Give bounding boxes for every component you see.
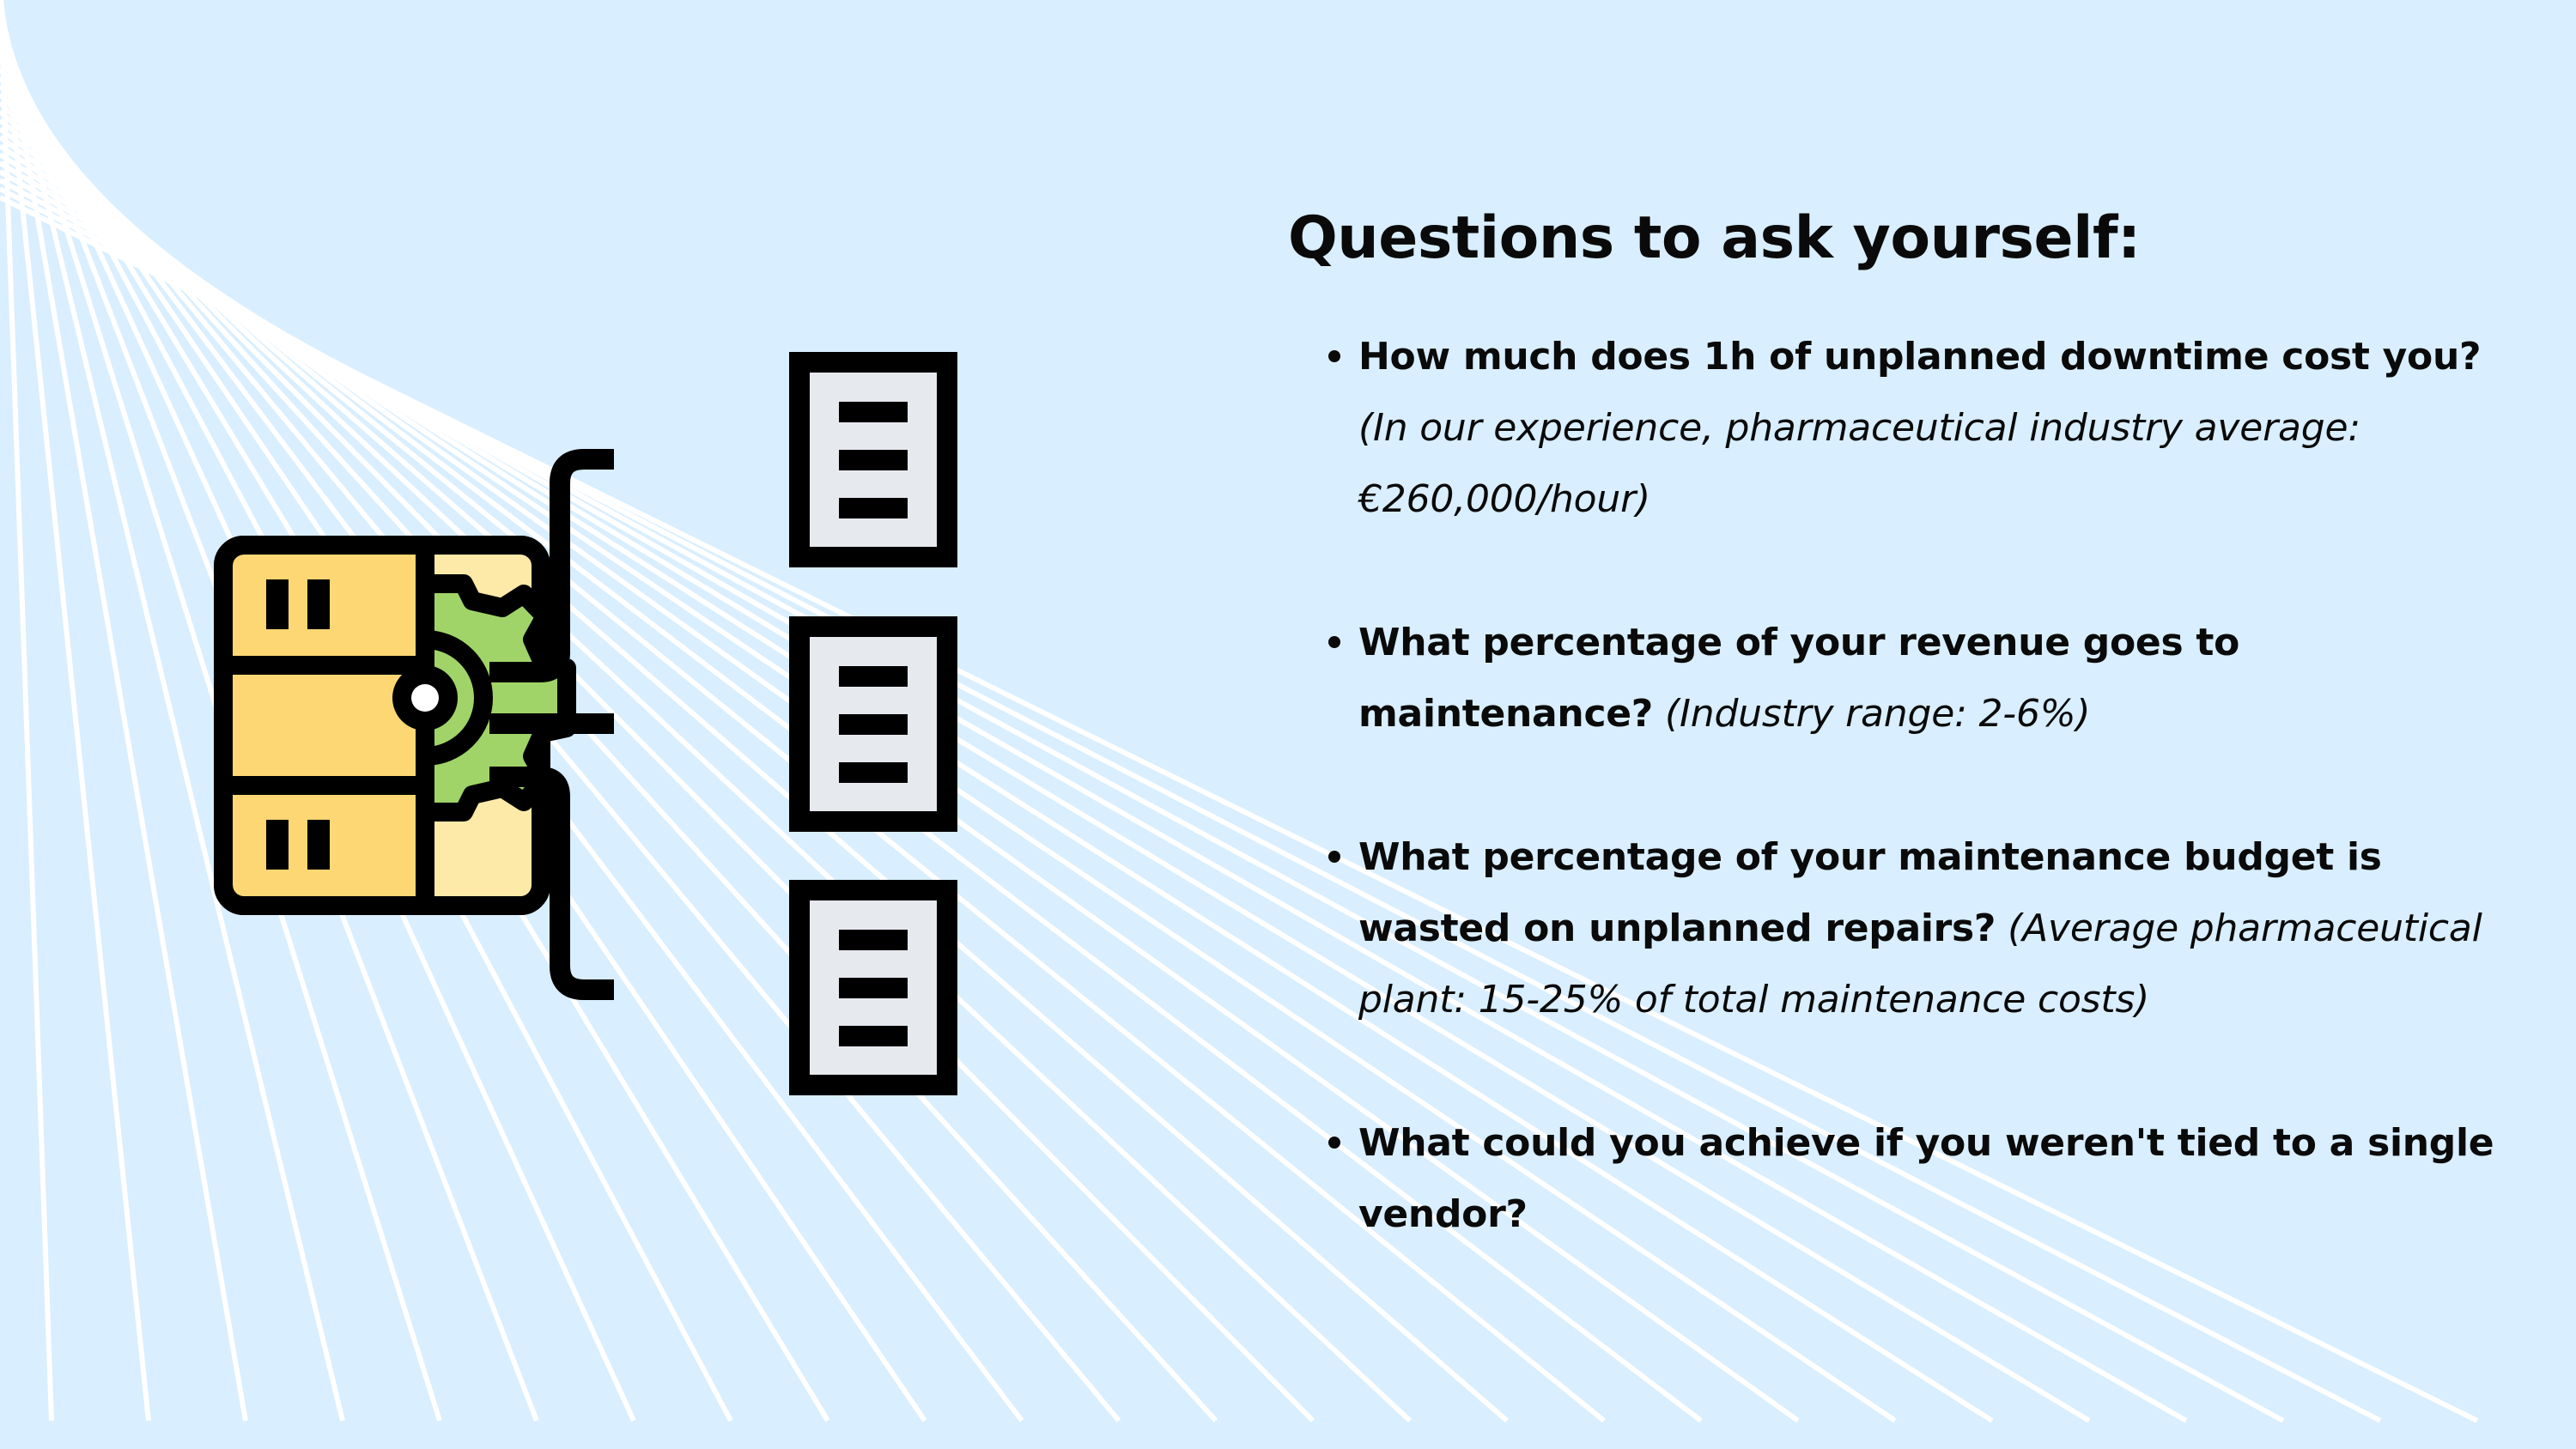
gear-icon bbox=[392, 574, 576, 822]
ray-line bbox=[0, 0, 151, 1422]
page-title: Questions to ask yourself: bbox=[1288, 204, 2141, 272]
server-gear-documents-icon bbox=[214, 352, 957, 1095]
questions-panel: Questions to ask yourself: How much does… bbox=[1288, 197, 2507, 1322]
question-note: (Industry range: 2-6%) bbox=[1665, 692, 2091, 736]
ray-line bbox=[0, 76, 1121, 1422]
question-text: What percentage of your revenue goes to … bbox=[1358, 621, 2240, 736]
ray-line bbox=[0, 100, 1413, 1423]
ray-line bbox=[0, 83, 1218, 1423]
ray-line bbox=[0, 0, 54, 1422]
question-text: How much does 1h of unplanned downtime c… bbox=[1358, 335, 2482, 379]
connector-lines bbox=[489, 449, 614, 1000]
ray-line bbox=[0, 92, 1315, 1423]
ray-line bbox=[0, 0, 248, 1422]
ray-line bbox=[0, 8, 345, 1422]
document-icon-middle bbox=[789, 616, 957, 832]
document-icon-top bbox=[789, 352, 957, 567]
document-icon-bottom bbox=[789, 880, 957, 1095]
ray-line bbox=[0, 109, 1509, 1423]
question-item: What could you achieve if you weren't ti… bbox=[1288, 1107, 2507, 1250]
question-item: How much does 1h of unplanned downtime c… bbox=[1288, 321, 2507, 535]
question-text: What percentage of your maintenance budg… bbox=[1358, 835, 2382, 950]
question-item: What percentage of your maintenance budg… bbox=[1288, 822, 2507, 1035]
question-text: What could you achieve if you weren't ti… bbox=[1358, 1121, 2494, 1236]
ray-line bbox=[0, 195, 2479, 1423]
question-list: How much does 1h of unplanned downtime c… bbox=[1288, 321, 2507, 1250]
question-note: (In our experience, pharmaceutical indus… bbox=[1358, 406, 2360, 521]
question-item: What percentage of your revenue goes to … bbox=[1288, 607, 2507, 749]
question-note: (Average pharmaceutical plant: 15-25% of… bbox=[1358, 906, 2482, 1022]
